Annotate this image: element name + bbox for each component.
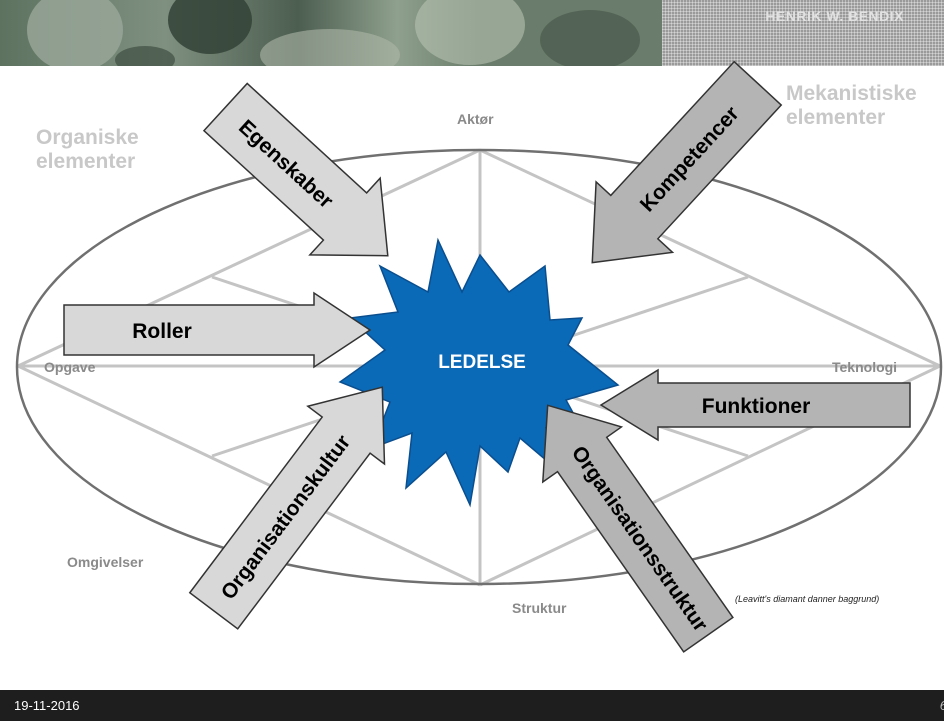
- background-note: (Leavitt's diamant danner baggrund): [735, 594, 880, 604]
- mechanistic-line-1: Mekanistiske: [786, 82, 917, 105]
- diamond-line: [479, 148, 941, 368]
- organic-line-1: Organiske: [36, 126, 139, 149]
- ledelse-diagram: LEDELSE Egenskaber Kompetencer Roller Fu…: [15, 60, 943, 653]
- center-label: LEDELSE: [438, 352, 526, 373]
- organic-line-2: elementer: [36, 150, 136, 173]
- arrow-shape: [541, 404, 734, 653]
- node-omgivelser: Omgivelser: [67, 554, 144, 570]
- header-photo: [0, 0, 662, 66]
- node-opgave: Opgave: [44, 359, 96, 375]
- brand-panel: HENRIK W. BENDIX: [662, 0, 944, 66]
- header-banner: HENRIK W. BENDIX: [0, 0, 944, 66]
- arrow-label-funktioner: Funktioner: [702, 395, 811, 418]
- arrow-shape: [63, 291, 372, 369]
- page-number: 6: [940, 698, 944, 713]
- arrow-roller: Roller: [63, 291, 372, 369]
- arrow-funktioner: Funktioner: [599, 368, 911, 442]
- footer-bar: 19-11-2016 6: [0, 690, 944, 721]
- node-struktur: Struktur: [512, 600, 567, 616]
- mechanistic-elements-label: Mekanistiske elementer: [786, 82, 917, 130]
- arrow-label-roller: Roller: [132, 320, 192, 343]
- node-teknologi: Teknologi: [832, 359, 898, 375]
- footer-date: 19-11-2016: [14, 698, 80, 713]
- arrow-egenskaber: Egenskaber: [202, 82, 389, 257]
- arrow-kompetencer: Kompetencer: [591, 60, 783, 264]
- diamond-line: [17, 364, 481, 587]
- organic-elements-label: Organiske elementer: [36, 126, 139, 174]
- arrow-shape: [591, 60, 783, 264]
- brand-name: HENRIK W. BENDIX: [765, 8, 904, 24]
- arrow-label-organisationsstruktur: Organisationsstruktur: [567, 442, 712, 636]
- arrow-shape: [202, 82, 389, 257]
- arrow-shape: [188, 386, 386, 630]
- arrow-organisationskultur: Organisationskultur: [188, 386, 386, 630]
- node-aktor: Aktør: [457, 111, 494, 127]
- arrow-shape: [599, 368, 911, 442]
- outer-ellipse: [15, 148, 943, 586]
- mechanistic-line-2: elementer: [786, 106, 886, 129]
